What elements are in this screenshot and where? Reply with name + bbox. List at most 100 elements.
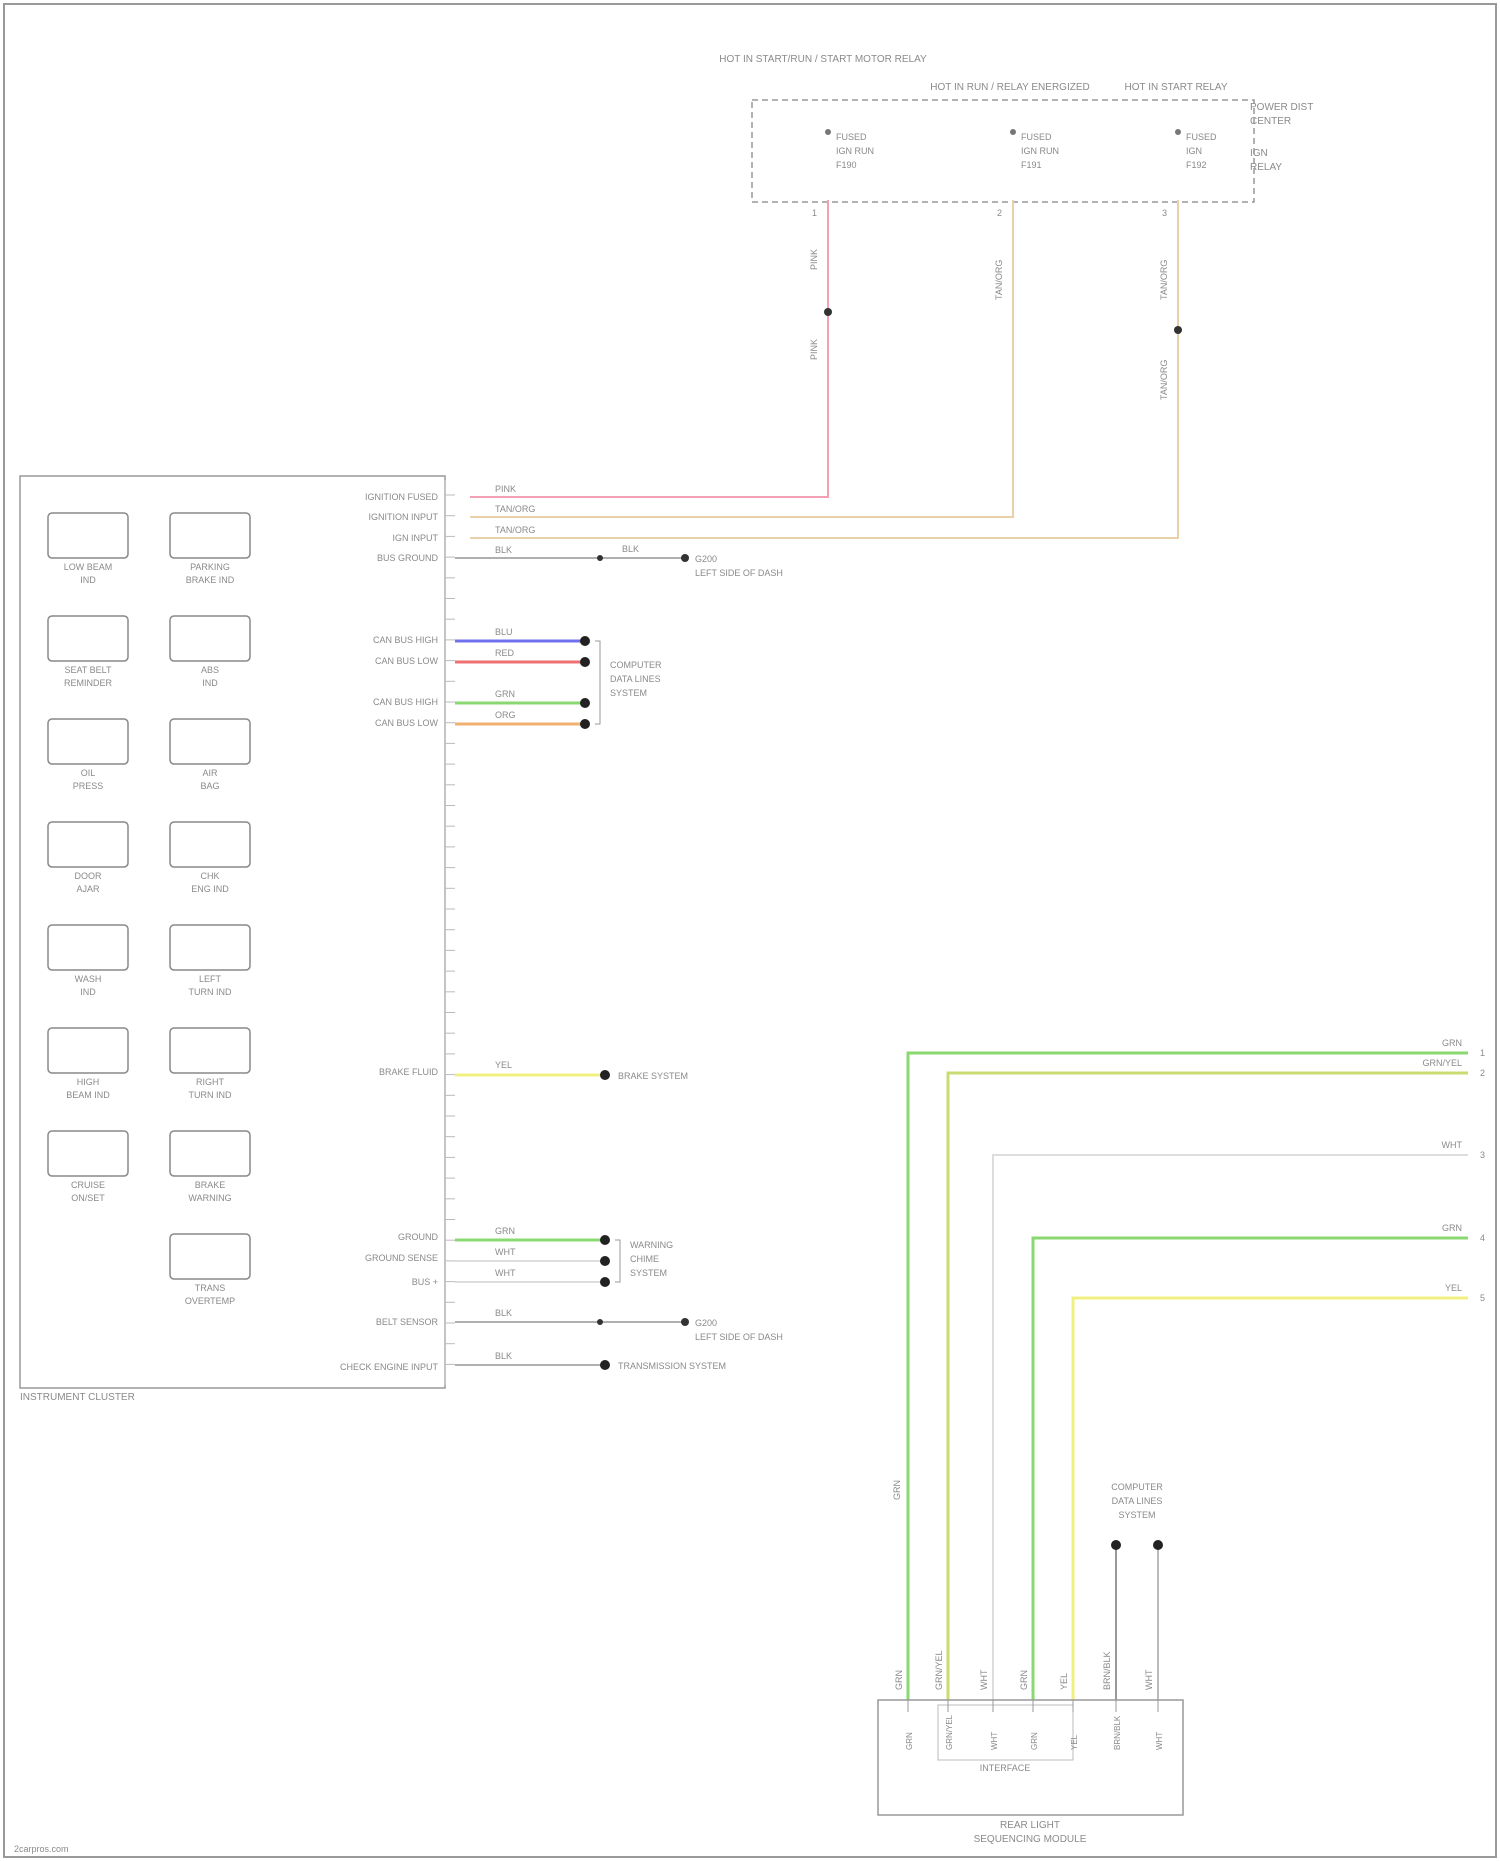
indicator-sub: TURN IND (189, 1090, 232, 1100)
splice-dot (597, 1319, 603, 1325)
system-label: WARNING (630, 1240, 673, 1250)
wire-grn-yel (948, 1073, 1468, 1700)
pin-label: CAN BUS HIGH (373, 697, 438, 707)
indicator-name: DOOR (75, 871, 103, 881)
wire-pin: 3 (1480, 1150, 1485, 1160)
indicator-name: WASH (75, 974, 102, 984)
module-wire-label: WHT (979, 1669, 989, 1690)
indicator-box (48, 822, 128, 867)
wire-label: YEL (495, 1060, 512, 1070)
wire-label: BLU (495, 627, 513, 637)
riser-label: TAN/ORG (1159, 260, 1169, 300)
indicator-box (170, 719, 250, 764)
indicator-sub: TURN IND (189, 987, 232, 997)
module-wire-label: WHT (1144, 1669, 1154, 1690)
ground-sub: LEFT SIDE OF DASH (695, 568, 783, 578)
module-pin-label: YEL (1070, 1734, 1079, 1750)
relay-1: HOT IN START/RUN / START MOTOR RELAY FUS… (719, 54, 927, 218)
system-label: TRANSMISSION SYSTEM (618, 1361, 726, 1371)
relay-line3: F190 (836, 160, 857, 170)
indicator-box (48, 925, 128, 970)
indicator-box (170, 1234, 250, 1279)
pin-labels: IGNITION FUSED IGNITION INPUT IGN INPUT … (340, 492, 439, 1372)
indicator-box (48, 513, 128, 558)
connector-dot (600, 1360, 610, 1370)
connector-dot (600, 1277, 610, 1287)
cluster-label: INSTRUMENT CLUSTER (20, 1392, 135, 1403)
connector-dot (1153, 1540, 1163, 1550)
watermark: 2carpros.com (14, 1844, 69, 1854)
indicator-box (48, 719, 128, 764)
wire-tan-1 (470, 200, 1013, 517)
wire-pin: 4 (1480, 1233, 1485, 1243)
pin-label: IGNITION INPUT (369, 512, 439, 522)
wire-label: GRN (495, 1226, 515, 1236)
module-label1: REAR LIGHT (1000, 1820, 1060, 1831)
indicator-name: CHK (200, 871, 219, 881)
indicator-lamp: SEAT BELTREMINDER (48, 616, 128, 688)
pin-label: GROUND (398, 1232, 438, 1242)
relay-line1: FUSED (836, 132, 867, 142)
relay-3: HOT IN START RELAY FUSED IGN F192 3 (1125, 82, 1228, 218)
pin-label: CAN BUS HIGH (373, 635, 438, 645)
module-wire-label: BRN/BLK (1102, 1651, 1112, 1690)
pin-label: CAN BUS LOW (375, 718, 439, 728)
relay-title: HOT IN START/RUN / START MOTOR RELAY (719, 54, 927, 65)
relay-pin-dot (1010, 129, 1016, 135)
system-label: DATA LINES (610, 674, 661, 684)
module-outline (878, 1700, 1183, 1815)
riser-wires (470, 200, 1182, 538)
fuse-block-label3: IGN (1250, 148, 1268, 159)
splice-dot (597, 555, 603, 561)
pin-label: GROUND SENSE (365, 1253, 438, 1263)
fuse-block-outline (752, 100, 1254, 202)
riser-label: TAN/ORG (1159, 360, 1169, 400)
wire-label: BLK (495, 1351, 512, 1361)
pin-label: IGN INPUT (392, 533, 438, 543)
ground-label: G200 (695, 554, 717, 564)
indicator-sub: BRAKE IND (186, 575, 235, 585)
wire-label: ORG (495, 710, 516, 720)
wire-pin: 2 (1480, 1068, 1485, 1078)
relay-line2: IGN (1186, 146, 1202, 156)
ground-dot (681, 554, 689, 562)
wire-label: WHT (495, 1268, 516, 1278)
indicator-sub: REMINDER (64, 678, 113, 688)
wire-pin: 1 (1480, 1048, 1485, 1058)
riser-wire-labels: PINK PINK TAN/ORG TAN/ORG TAN/ORG (809, 249, 1169, 400)
module-wire-label: GRN (894, 1670, 904, 1690)
wire-label: WHT (1442, 1140, 1463, 1150)
wire-label: YEL (1445, 1283, 1462, 1293)
connector-dot (1111, 1540, 1121, 1550)
system-label: SYSTEM (610, 688, 647, 698)
connector-dot (600, 1235, 610, 1245)
indicator-sub: BAG (200, 781, 219, 791)
riser-label: PINK (809, 339, 819, 360)
relay-pin: 1 (812, 208, 817, 218)
riser-label: PINK (809, 249, 819, 270)
indicator-name: BRAKE (195, 1180, 226, 1190)
page-frame (4, 4, 1496, 1857)
pin-label: BELT SENSOR (376, 1317, 439, 1327)
fuse-block-label2: CENTER (1250, 116, 1291, 127)
indicator-sub: IND (80, 987, 96, 997)
indicator-box (48, 1131, 128, 1176)
splice-dot (824, 308, 832, 316)
indicator-name: CRUISE (71, 1180, 105, 1190)
module-wire-label: YEL (1059, 1673, 1069, 1690)
connector-dot (580, 698, 590, 708)
right-harness-labels: GRN GRN/YEL WHT GRN YEL 1 2 3 4 5 GRN CO… (892, 1038, 1485, 1520)
system-label: CHIME (630, 1254, 659, 1264)
splice-dot (1174, 326, 1182, 334)
relay-2: HOT IN RUN / RELAY ENERGIZED FUSED IGN R… (930, 82, 1089, 218)
indicator-sub: WARNING (188, 1193, 231, 1203)
wire-label: BLK (622, 544, 639, 554)
indicator-name: PARKING (190, 562, 230, 572)
